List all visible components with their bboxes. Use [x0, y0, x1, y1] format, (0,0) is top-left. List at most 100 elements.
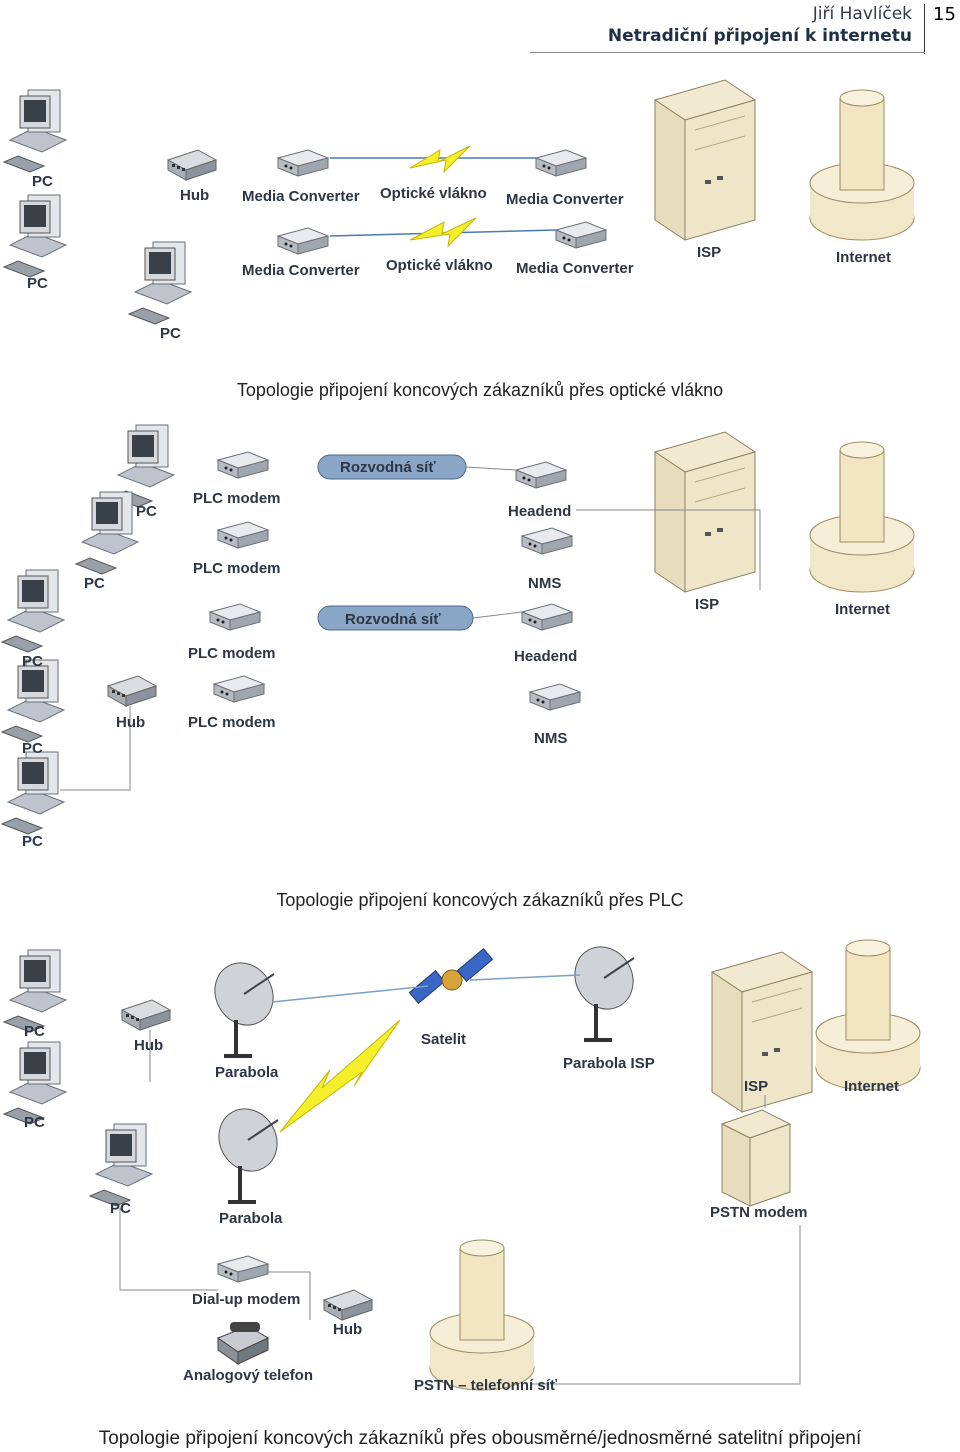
label-media-converter: Media Converter — [242, 188, 360, 205]
label-optical-fiber: Optické vlákno — [386, 257, 493, 274]
label-internet: Internet — [844, 1078, 899, 1095]
hub-icon — [107, 675, 157, 707]
pc-icon — [89, 1123, 153, 1207]
figure-caption: Topologie připojení koncových zákazníků … — [276, 890, 684, 910]
plc-modem-icon — [217, 451, 269, 479]
label-isp: ISP — [695, 596, 719, 613]
document-title: Netradiční připojení k internetu — [607, 26, 912, 46]
label-nms: NMS — [528, 575, 561, 592]
satellite-icon — [408, 948, 494, 1004]
nms-icon — [529, 683, 581, 711]
label-media-converter: Media Converter — [242, 262, 360, 279]
label-plc-modem: PLC modem — [188, 645, 276, 662]
label-satellite: Satelit — [421, 1031, 466, 1048]
pc-icon — [3, 949, 67, 1033]
isp-dish-icon — [561, 934, 647, 1044]
label-pc: PC — [22, 740, 43, 757]
label-parabola: Parabola — [219, 1210, 283, 1227]
page-header: Jiří Havlíček Netradiční připojení k int… — [608, 4, 912, 46]
uplink-bolt — [279, 1019, 401, 1133]
label-media-converter: Media Converter — [506, 191, 624, 208]
label-plc-modem: PLC modem — [193, 490, 281, 507]
label-nms: NMS — [534, 730, 567, 747]
power-grid-pipe — [317, 454, 474, 631]
headend-icon — [515, 461, 567, 489]
label-power-grid: Rozvodná síť — [340, 459, 436, 476]
hub-icon — [323, 1289, 373, 1321]
label-hub: Hub — [333, 1321, 362, 1338]
media-converter-icon — [277, 149, 329, 177]
diagram-satellite: PC PC PC Hub Parabola Parabola Satelit P… — [3, 934, 921, 1394]
label-pc: PC — [24, 1023, 45, 1040]
label-media-converter: Media Converter — [516, 260, 634, 277]
pstn-modem-icon — [720, 1109, 792, 1207]
fiber-link-bolt — [409, 145, 471, 174]
label-pc: PC — [84, 575, 105, 592]
label-isp: ISP — [697, 244, 721, 261]
internet-cloud-icon — [809, 441, 915, 593]
hub-icon — [167, 149, 217, 181]
label-headend: Headend — [514, 648, 577, 665]
isp-server-icon — [654, 79, 756, 241]
internet-cloud-icon — [815, 939, 921, 1091]
header-rule — [530, 52, 925, 53]
label-pc: PC — [24, 1114, 45, 1131]
label-isp: ISP — [744, 1078, 768, 1095]
internet-cloud-icon — [809, 89, 915, 241]
label-internet: Internet — [835, 601, 890, 618]
label-pc: PC — [136, 503, 157, 520]
telephone-icon — [216, 1322, 270, 1365]
plc-modem-icon — [209, 603, 261, 631]
label-parabola-isp: Parabola ISP — [563, 1055, 655, 1072]
dish-icon — [205, 1096, 291, 1206]
plc-modem-icon — [217, 521, 269, 549]
fiber-link-bolt — [409, 217, 477, 248]
pc-icon — [3, 1041, 67, 1125]
pc-icon — [75, 491, 139, 575]
pc-icon — [1, 569, 65, 653]
label-pc: PC — [22, 653, 43, 670]
diagram-plc: PC PC PC PC PC Hub PLC modem PLC modem P… — [1, 424, 915, 850]
isp-server-icon — [654, 431, 756, 593]
label-pc: PC — [160, 325, 181, 342]
pc-icon — [3, 89, 67, 173]
pstn-cloud-icon — [429, 1239, 535, 1391]
label-pc: PC — [22, 833, 43, 850]
label-hub: Hub — [134, 1037, 163, 1054]
figure-caption: Topologie připojení koncových zákazníků … — [98, 1428, 862, 1449]
label-pc: PC — [27, 275, 48, 292]
dialup-modem-icon — [217, 1255, 269, 1283]
label-hub: Hub — [116, 714, 145, 731]
label-dialup-modem: Dial-up modem — [192, 1291, 300, 1308]
author-name: Jiří Havlíček — [812, 4, 912, 24]
label-plc-modem: PLC modem — [188, 714, 276, 731]
label-pc: PC — [110, 1200, 131, 1217]
label-power-grid: Rozvodná síť — [345, 611, 441, 628]
nms-icon — [521, 527, 573, 555]
hub-icon — [121, 999, 171, 1031]
diagram-fiber: PC PC PC Hub Media Converter Optické vlá… — [3, 79, 915, 342]
label-internet: Internet — [836, 249, 891, 266]
label-pstn-modem: PSTN modem — [710, 1204, 808, 1221]
label-parabola: Parabola — [215, 1064, 279, 1081]
headend-icon — [521, 603, 573, 631]
label-optical-fiber: Optické vlákno — [380, 185, 487, 202]
pc-icon — [1, 751, 65, 835]
pc-icon — [3, 194, 67, 278]
label-pc: PC — [32, 173, 53, 190]
media-converter-icon — [277, 227, 329, 255]
label-plc-modem: PLC modem — [193, 560, 281, 577]
media-converter-icon — [535, 149, 587, 177]
page-number: 15 — [924, 4, 960, 54]
media-converter-icon — [555, 221, 607, 249]
pc-icon — [128, 241, 192, 325]
label-pstn-network: PSTN – telefonní síť — [414, 1377, 558, 1394]
plc-modem-icon — [213, 675, 265, 703]
dish-icon — [201, 950, 287, 1060]
label-headend: Headend — [508, 503, 571, 520]
figure-caption: Topologie připojení koncových zákazníků … — [236, 380, 724, 400]
label-analog-phone: Analogový telefon — [183, 1367, 313, 1384]
label-hub: Hub — [180, 187, 209, 204]
pc-icon — [1, 659, 65, 743]
